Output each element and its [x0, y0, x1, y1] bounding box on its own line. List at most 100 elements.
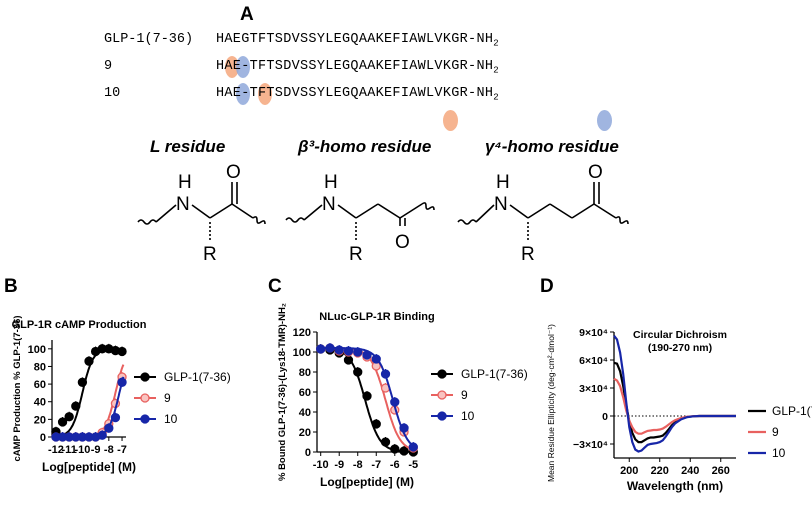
- y-tick-label: 20: [299, 427, 311, 439]
- x-axis-label: Log[peptide] (M): [42, 460, 136, 474]
- data-point: [104, 423, 114, 433]
- residue-title: L residue: [150, 137, 226, 156]
- legend-marker: [140, 372, 150, 382]
- y-axis-label: % Bound GLP-1(7-36)-(Lys18-TMR)-NH₂: [277, 303, 288, 481]
- legend-label: GLP-1(7-36): [164, 370, 231, 384]
- x-axis-label: Log[peptide] (M): [320, 475, 414, 489]
- chart-d: Circular Dichroism(190-270 nm)−3×10⁴03×1…: [546, 324, 812, 493]
- beta3-highlight: [258, 83, 272, 105]
- y-tick-label: 40: [34, 397, 46, 409]
- svg-text:H: H: [178, 172, 192, 193]
- legend-marker: [437, 390, 447, 400]
- legend-label: GLP-1(7-36): [772, 404, 812, 418]
- svg-text:N: N: [176, 194, 190, 215]
- legend-label: 10: [164, 412, 178, 426]
- peptide-name: GLP-1(7-36): [104, 32, 194, 47]
- cd-curve: [613, 361, 736, 444]
- svg-text:N: N: [322, 194, 336, 215]
- x-tick-label: -7: [371, 459, 381, 471]
- data-point: [97, 430, 107, 440]
- cd-curve: [613, 335, 736, 453]
- data-point: [371, 354, 381, 364]
- y-tick-label: 80: [34, 361, 46, 373]
- data-point: [57, 417, 68, 427]
- residue-title: γ⁴-homo residue: [485, 137, 619, 156]
- svg-text:R: R: [349, 244, 363, 265]
- data-point: [110, 412, 121, 423]
- legend-label: 10: [772, 446, 786, 460]
- y-tick-label: 9×10⁴: [579, 327, 608, 339]
- y-tick-label: 0: [602, 411, 608, 423]
- data-point: [380, 437, 391, 447]
- chart-title: NLuc-GLP-1R Binding: [319, 311, 435, 323]
- x-tick-label: -8: [104, 444, 114, 456]
- x-tick-label: -11: [62, 444, 77, 456]
- peptide-sequence: HAE-TFTSDVSSYLEGQAAKEFIAWLVKGR-NH2: [216, 86, 499, 103]
- y-tick-label: 100: [293, 347, 311, 359]
- data-point: [84, 356, 94, 366]
- y-tick-label: 6×10⁴: [579, 355, 608, 367]
- svg-text:R: R: [521, 244, 535, 265]
- legend-marker: [140, 414, 150, 424]
- data-point: [64, 412, 74, 422]
- residue-structures: N H O R N H O R N H O R: [137, 162, 629, 265]
- legend-label: 9: [164, 391, 171, 405]
- chart-b: GLP-1R cAMP Production020406080100-12-11…: [12, 315, 231, 474]
- legend-label: 9: [772, 425, 779, 439]
- x-tick-label: -9: [334, 459, 344, 471]
- x-tick-label: -5: [408, 459, 418, 471]
- svg-text:O: O: [395, 232, 410, 253]
- peptide-sequence: HAEGTFTSDVSSYLEGQAAKEFIAWLVKGR-NH2: [216, 32, 499, 49]
- x-tick-label: 260: [712, 465, 730, 477]
- x-axis-label: Wavelength (nm): [627, 479, 723, 493]
- legend-label: 9: [461, 388, 468, 402]
- y-tick-label: −3×10⁴: [573, 439, 608, 451]
- data-point: [371, 419, 381, 429]
- data-point: [117, 346, 127, 357]
- data-point: [77, 377, 88, 387]
- data-point: [71, 401, 81, 411]
- y-tick-label: 3×10⁴: [579, 383, 608, 395]
- svg-text:R: R: [203, 244, 217, 265]
- data-point: [380, 369, 391, 379]
- gamma4-legend-marker: [597, 110, 612, 131]
- y-tick-label: 60: [34, 379, 46, 391]
- data-point: [399, 446, 409, 456]
- peptide-sequence: HAE-TFTSDVSSYLEGQAAKEFIAWLVKGR-NH2: [216, 59, 499, 76]
- data-point: [362, 391, 372, 401]
- y-tick-label: 100: [28, 344, 46, 356]
- x-tick-label: -7: [117, 444, 127, 456]
- residue-title: β³-homo residue: [298, 137, 432, 156]
- panel-label-b: B: [4, 276, 18, 297]
- beta3-highlight: [225, 56, 239, 78]
- x-tick-label: 220: [651, 465, 669, 477]
- data-point: [343, 346, 354, 356]
- svg-text:H: H: [496, 172, 510, 193]
- gamma4-highlight: [236, 56, 250, 78]
- y-tick-label: 20: [34, 414, 46, 426]
- x-tick-label: 200: [620, 465, 638, 477]
- cd-curve: [613, 377, 736, 435]
- data-point: [408, 442, 418, 452]
- data-point: [117, 377, 127, 387]
- legend-marker: [140, 393, 150, 403]
- x-tick-label: -6: [390, 459, 400, 471]
- chart-title: GLP-1R cAMP Production: [12, 319, 147, 331]
- y-tick-label: 0: [40, 432, 46, 444]
- panel-label-d: D: [540, 276, 554, 297]
- svg-text:N: N: [494, 194, 508, 215]
- data-point: [362, 350, 372, 360]
- x-tick-label: -8: [353, 459, 363, 471]
- data-point: [325, 343, 335, 353]
- y-tick-label: 40: [299, 407, 311, 419]
- panel-label-a: A: [240, 4, 254, 25]
- data-point: [334, 345, 344, 355]
- data-point: [343, 355, 354, 365]
- x-tick-label: -10: [313, 459, 329, 471]
- beta3-legend-marker: [443, 110, 458, 131]
- y-tick-label: 80: [299, 367, 311, 379]
- y-axis-label: Mean Residue Ellipticity (deg·cm²·dmol⁻¹…: [546, 324, 556, 482]
- chart-c: NLuc-GLP-1R Binding020406080100120-10-9-…: [277, 303, 528, 489]
- svg-text:O: O: [588, 162, 603, 183]
- data-point: [353, 347, 363, 357]
